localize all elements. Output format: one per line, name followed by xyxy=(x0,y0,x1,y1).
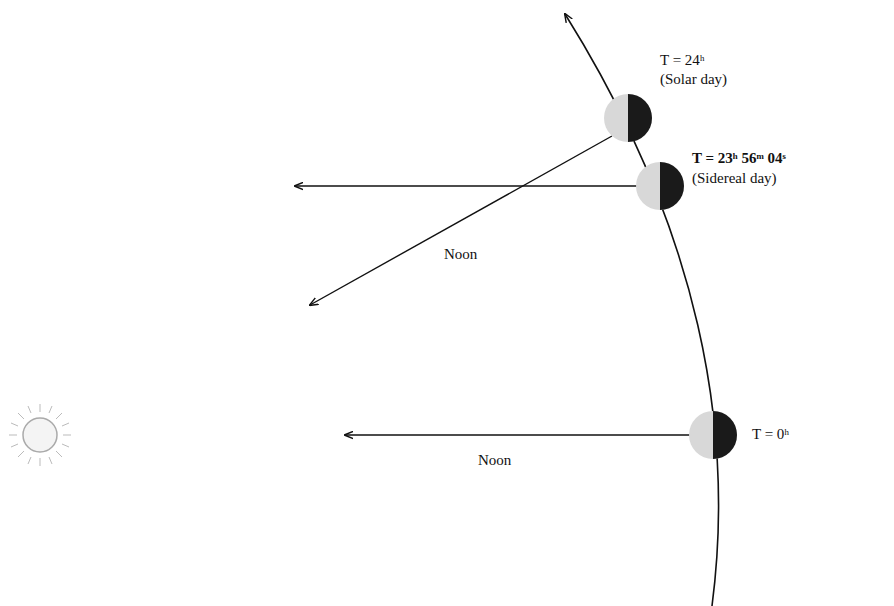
sun xyxy=(9,404,71,466)
earth xyxy=(636,162,684,210)
time-label: T = 24ʰ xyxy=(660,52,705,69)
earth xyxy=(689,411,737,459)
noon-label: Noon xyxy=(444,246,477,263)
time-label: T = 0ʰ xyxy=(752,426,789,443)
noon-label: Noon xyxy=(478,452,511,469)
sun-direction-arrow xyxy=(295,185,640,186)
day-label: (Sidereal day) xyxy=(692,170,777,187)
noon-arrow xyxy=(310,136,612,305)
earth xyxy=(604,94,652,142)
noon-arrow xyxy=(345,434,690,435)
day-label: (Solar day) xyxy=(660,71,727,88)
orbit-arc xyxy=(565,14,719,606)
time-label: T = 23ʰ 56ᵐ 04ˢ xyxy=(692,150,786,167)
